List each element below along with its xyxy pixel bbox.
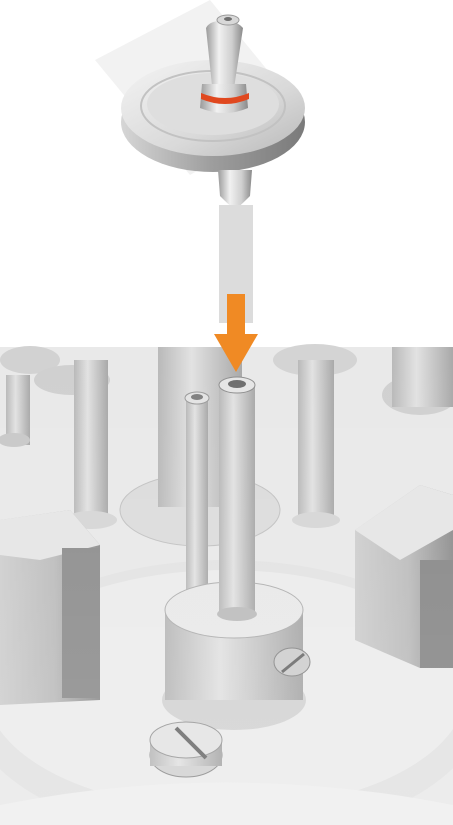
cartridge-outlet — [218, 170, 252, 210]
filter-cartridge — [95, 0, 305, 210]
manifold-base — [0, 344, 453, 825]
